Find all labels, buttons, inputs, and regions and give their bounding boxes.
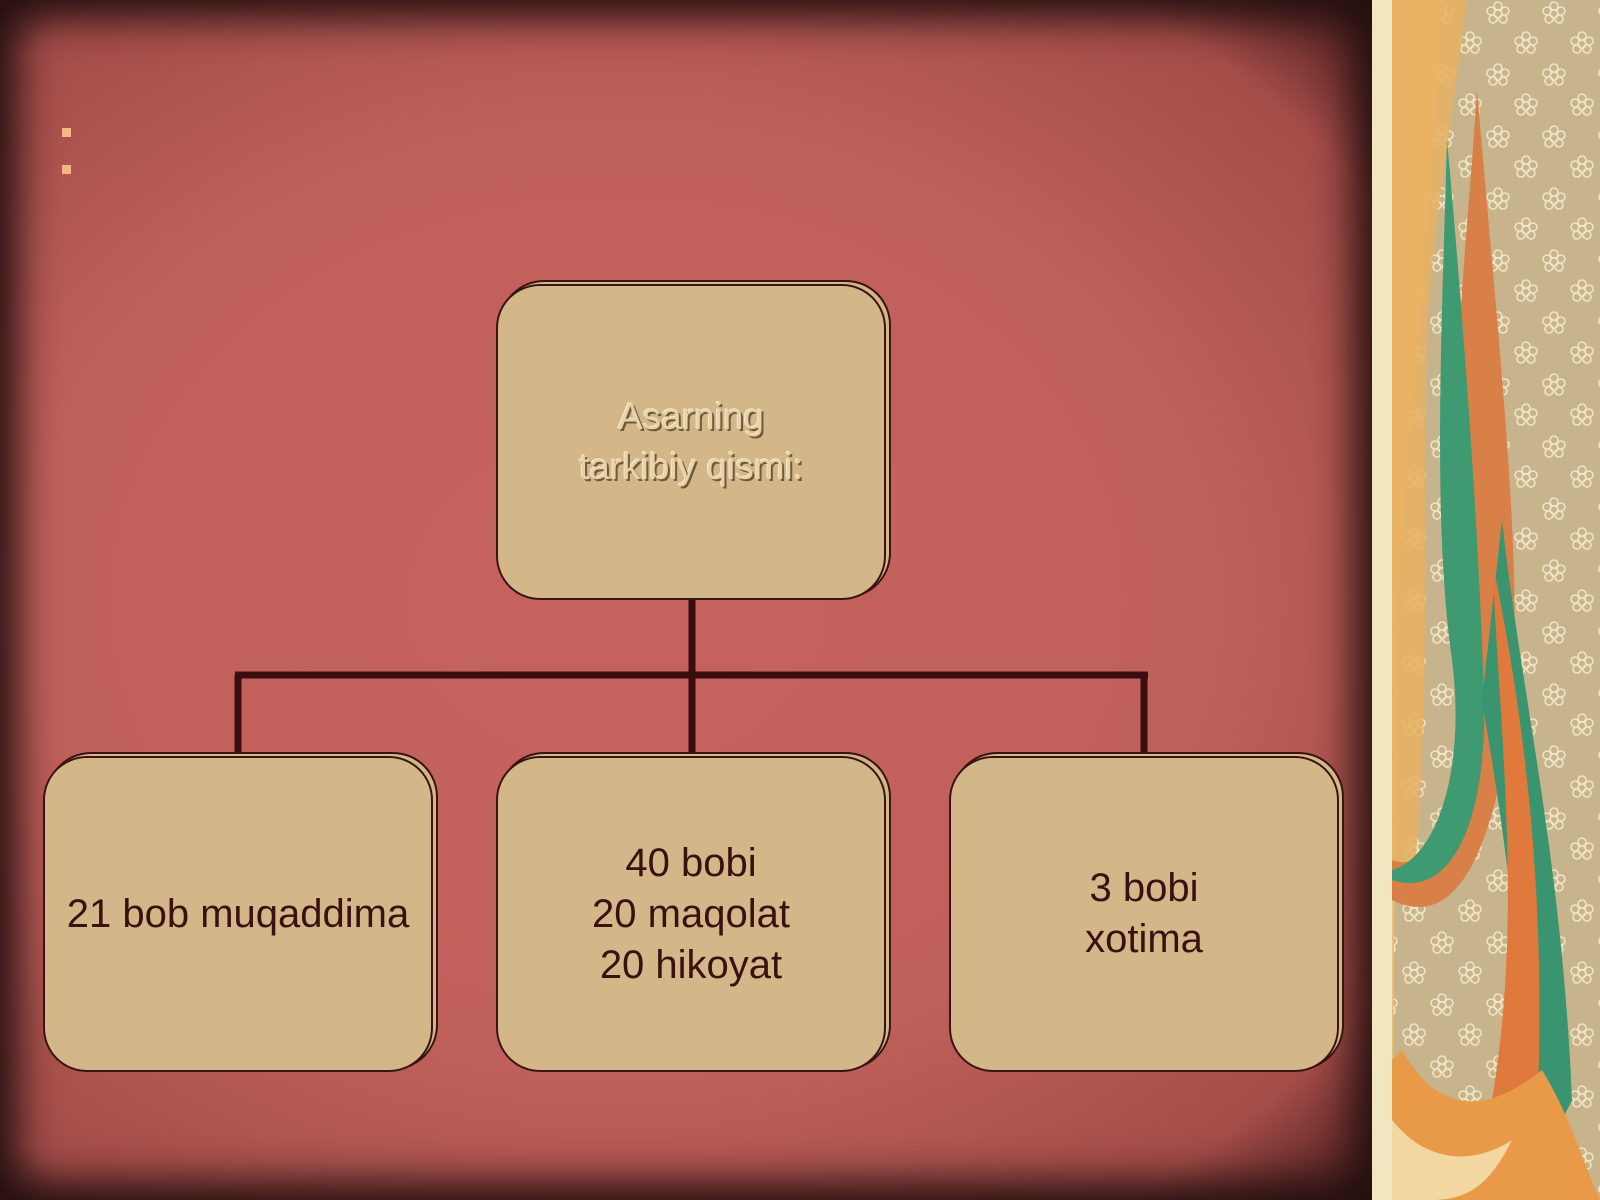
node-child-2: 40 bobi 20 maqolat 20 hikoyat — [496, 756, 886, 1072]
main-panel: Asarning tarkibiy qismi: 21 bob muqaddim… — [0, 0, 1372, 1200]
bullet-marker-2 — [62, 165, 71, 174]
node-root: Asarning tarkibiy qismi: — [496, 284, 886, 600]
node-child-1: 21 bob muqaddima — [43, 756, 433, 1072]
node-child-3-label: 3 bobi xotima — [1085, 866, 1203, 961]
connector-lines — [234, 600, 1148, 758]
node-child-1-label: 21 bob muqaddima — [66, 891, 410, 936]
node-child-2-label: 40 bobi 20 maqolat 20 hikoyat — [592, 840, 790, 987]
node-child-3: 3 bobi xotima — [949, 756, 1339, 1072]
node-root-label: Asarning tarkibiy qismi: — [578, 396, 804, 487]
bullet-marker-1 — [62, 128, 71, 137]
ribbon-ornament-image — [1372, 0, 1600, 1200]
decorative-ribbon-panel — [1372, 0, 1600, 1200]
